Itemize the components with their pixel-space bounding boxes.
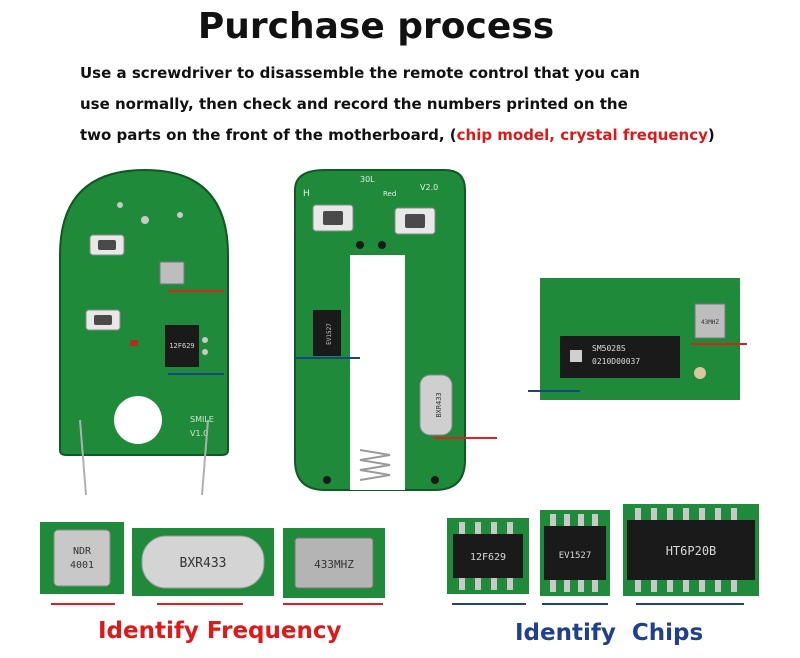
- board-2-silk-version: V2.0: [420, 183, 438, 192]
- board-2-chip-marker: [296, 357, 360, 359]
- chip-example-3-label: HT6P20B: [666, 544, 717, 558]
- board-2-silk-h: H: [303, 189, 310, 199]
- board-2-crystal-label: BXR433: [435, 392, 443, 417]
- remote-board-1-image: 12F629 SMILE V1.0: [59, 168, 229, 496]
- identify-chips-caption: Identify Chips: [515, 620, 703, 646]
- instructions-highlight: chip model, crystal frequency: [456, 126, 708, 144]
- board-1-silk-text: SMILE: [190, 415, 214, 424]
- instructions-line-1: Use a screwdriver to disassemble the rem…: [80, 64, 640, 82]
- remote-board-2-image: 30L H Red V2.0 EV1527 BXR433: [294, 169, 466, 491]
- board-3-chip-marker: [528, 390, 580, 392]
- chip-example-2-label: EV1527: [559, 551, 592, 561]
- instructions-line-3: two parts on the front of the motherboar…: [80, 120, 780, 151]
- frequency-example-2-underline: [157, 603, 243, 605]
- board-3-chip-label-1: SM5028S: [592, 344, 626, 353]
- instructions-line-3-end: ): [707, 126, 715, 144]
- identify-frequency-caption: Identify Frequency: [98, 618, 342, 644]
- board-2-silk-top: 30L: [360, 175, 375, 184]
- identify-chips-caption-text: Identify Chips: [515, 620, 704, 646]
- board-3-crystal-label: 43MHZ: [701, 319, 719, 326]
- remote-board-3-image: SM5028S 0210D00037 43MHZ: [540, 278, 740, 400]
- page-title: Purchase process: [197, 6, 555, 47]
- frequency-example-2: BXR433: [132, 528, 274, 596]
- frequency-example-1: NDR 4001: [40, 522, 124, 594]
- frequency-example-1-label-1: NDR: [73, 546, 92, 557]
- board-1-chip-marker: [168, 373, 224, 375]
- instructions-text: Use a screwdriver to disassemble the rem…: [80, 58, 780, 151]
- instructions-line-3-start: two parts on the front of the motherboar…: [80, 126, 457, 144]
- chip-example-2-underline: [542, 603, 608, 605]
- chip-example-1-label: 12F629: [470, 552, 506, 563]
- chip-example-1-underline: [452, 603, 526, 605]
- instructions-line-2: use normally, then check and record the …: [80, 95, 628, 113]
- board-3-chip-label-2: 0210D00037: [592, 357, 640, 366]
- chip-example-2: EV1527: [540, 510, 610, 596]
- frequency-example-3-underline: [283, 603, 383, 605]
- frequency-example-1-underline: [51, 603, 115, 605]
- board-2-chip-label: EV1527: [326, 323, 333, 345]
- chip-example-3-underline: [636, 603, 744, 605]
- frequency-example-3-label: 433MHZ: [314, 558, 354, 571]
- board-1-frequency-marker: [168, 290, 224, 292]
- board-1-chip-label: 12F629: [169, 342, 194, 350]
- board-1-silk-version: V1.0: [190, 429, 208, 438]
- chip-example-3: HT6P20B: [623, 504, 759, 596]
- frequency-example-3: 433MHZ: [283, 528, 385, 598]
- board-3-frequency-marker: [691, 343, 747, 345]
- board-2-silk-red: Red: [383, 190, 396, 198]
- chip-example-1: 12F629: [447, 518, 529, 594]
- frequency-example-1-label-2: 4001: [70, 560, 94, 571]
- board-2-frequency-marker: [433, 437, 497, 439]
- frequency-example-2-label: BXR433: [180, 556, 227, 571]
